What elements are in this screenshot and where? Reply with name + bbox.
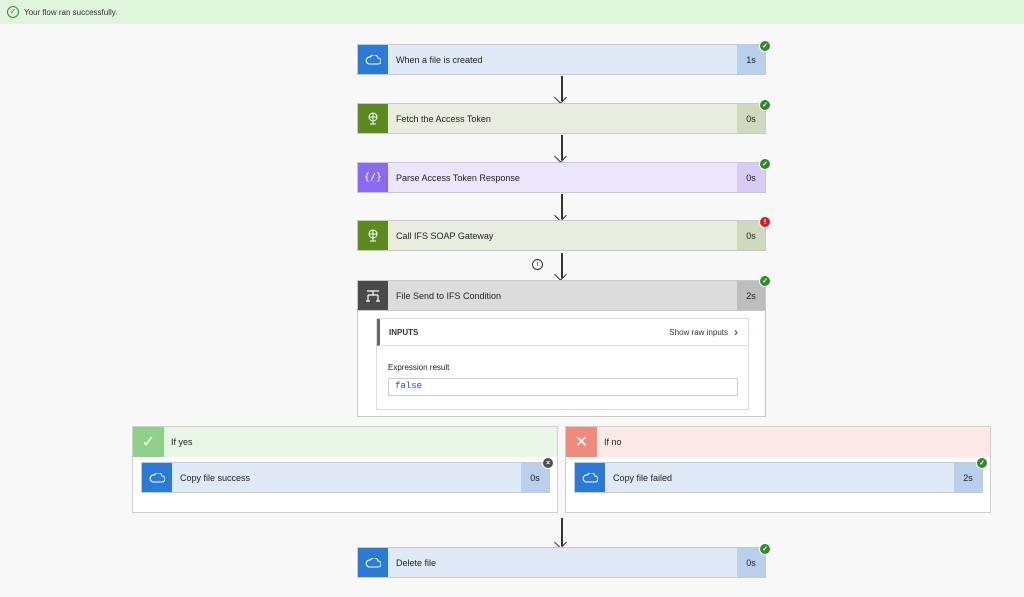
inputs-title: INPUTS: [389, 327, 419, 337]
condition-details-panel: INPUTS Show raw inputs › Expression resu…: [357, 311, 766, 417]
flow-arrow: [561, 518, 563, 546]
close-icon: ✕: [566, 427, 597, 457]
show-raw-inputs-label: Show raw inputs: [669, 327, 728, 337]
branch-no-label: If no: [604, 437, 622, 447]
cloud-icon: [358, 548, 388, 577]
expression-result-label: Expression result: [388, 363, 450, 372]
inputs-section: INPUTS Show raw inputs › Expression resu…: [376, 318, 749, 410]
cloud-icon: [142, 463, 172, 492]
success-check-icon: ✓: [976, 457, 988, 469]
show-raw-inputs-link[interactable]: Show raw inputs ›: [669, 325, 738, 339]
inputs-header: INPUTS Show raw inputs ›: [377, 319, 748, 346]
step-copy-file-success[interactable]: Copy file success 0s: [141, 462, 550, 493]
success-check-icon: ✓: [759, 99, 771, 111]
flow-arrow: [561, 253, 563, 278]
flow-arrow: [561, 194, 563, 219]
step-copy-file-failed[interactable]: Copy file failed 2s: [574, 462, 983, 493]
condition-icon: [358, 281, 388, 310]
skipped-x-icon: ×: [542, 457, 554, 469]
step-duration: 2s: [954, 463, 982, 492]
braces-icon: {/}: [358, 163, 388, 192]
cloud-icon: [358, 45, 388, 74]
step-when-file-created[interactable]: When a file is created 1s: [357, 44, 766, 75]
step-fetch-token[interactable]: Fetch the Access Token 0s: [357, 103, 766, 134]
step-label: When a file is created: [396, 54, 483, 65]
run-status-banner: ✓ Your flow ran successfully.: [0, 0, 1024, 24]
expression-result-value: false: [388, 378, 738, 396]
step-parse-response[interactable]: {/} Parse Access Token Response 0s: [357, 162, 766, 193]
check-circle-icon: ✓: [7, 6, 19, 18]
step-label: Call IFS SOAP Gateway: [396, 230, 494, 241]
step-label: Parse Access Token Response: [396, 172, 520, 183]
step-call-soap-gateway[interactable]: Call IFS SOAP Gateway 0s: [357, 220, 766, 251]
step-label: Fetch the Access Token: [396, 113, 491, 124]
globe-icon: [358, 104, 388, 133]
success-check-icon: ✓: [759, 543, 771, 555]
error-icon: !: [759, 216, 771, 228]
flow-arrow: [561, 76, 563, 101]
info-icon[interactable]: i: [532, 259, 543, 270]
chevron-right-icon: ›: [734, 325, 738, 339]
step-label: Copy file success: [180, 472, 251, 483]
step-label: Copy file failed: [613, 472, 673, 483]
run-status-text: Your flow ran successfully.: [24, 7, 118, 17]
success-check-icon: ✓: [759, 158, 771, 170]
globe-icon: [358, 221, 388, 250]
flow-arrow: [561, 135, 563, 160]
step-delete-file[interactable]: Delete file 0s: [357, 547, 766, 578]
branch-yes-header[interactable]: ✓ If yes: [133, 427, 557, 457]
success-check-icon: ✓: [759, 275, 771, 287]
step-duration: 2s: [737, 281, 765, 310]
step-label: Delete file: [396, 557, 437, 568]
cloud-icon: [575, 463, 605, 492]
step-file-send-condition[interactable]: File Send to IFS Condition 2s: [357, 280, 766, 311]
check-icon: ✓: [133, 427, 164, 457]
success-check-icon: ✓: [759, 40, 771, 52]
step-label: File Send to IFS Condition: [396, 290, 502, 301]
branch-no-header[interactable]: ✕ If no: [566, 427, 990, 457]
branch-yes-label: If yes: [171, 437, 193, 447]
